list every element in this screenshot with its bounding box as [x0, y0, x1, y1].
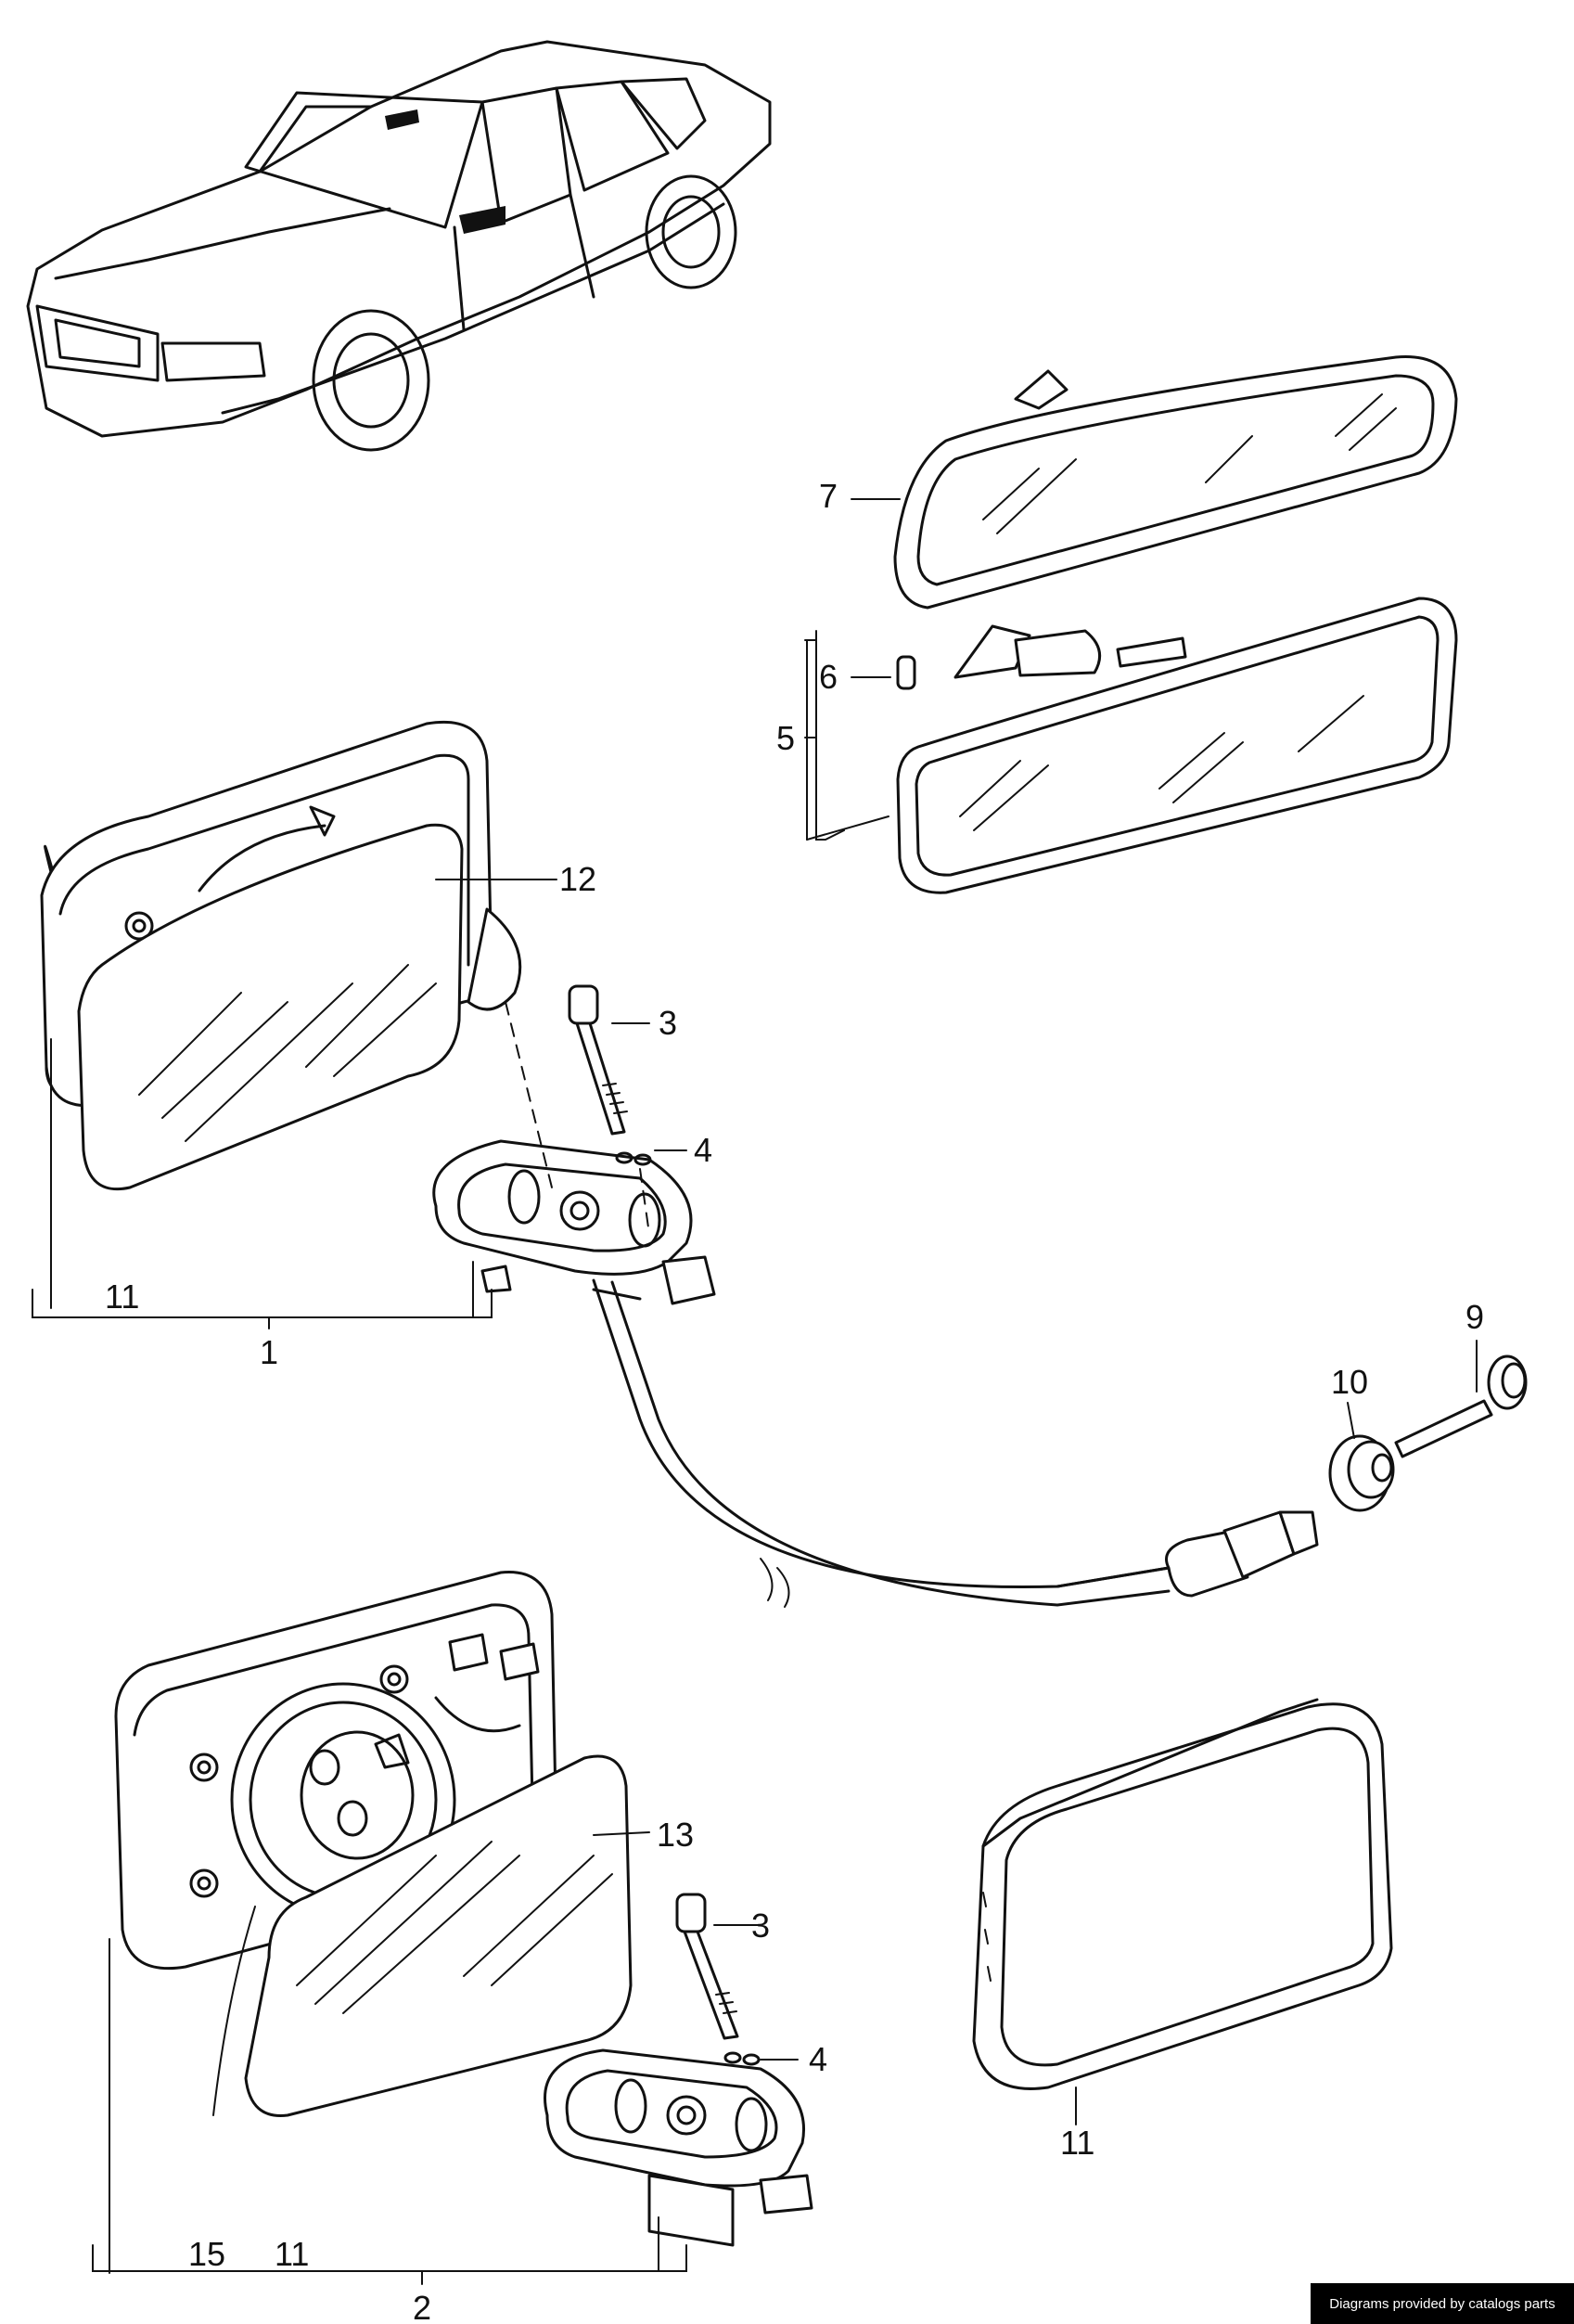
callout-10: 10 — [1331, 1363, 1368, 1401]
callout-12: 12 — [559, 860, 596, 898]
adjusting-knob-10 — [1328, 1434, 1395, 1512]
control-cable — [592, 1278, 1171, 1608]
interior-mirror-marker — [385, 109, 419, 130]
callout-7: 7 — [819, 477, 838, 515]
callout-4-upper: 4 — [694, 1131, 712, 1169]
callout-3-upper: 3 — [659, 1004, 677, 1042]
callout-5: 5 — [776, 719, 795, 757]
callout-1: 1 — [260, 1333, 278, 1371]
mirror-glass-12 — [77, 823, 464, 1191]
washer-4-lower — [723, 2051, 761, 2066]
callout-11-bottom: 11 — [275, 2235, 309, 2273]
callout-6: 6 — [819, 658, 838, 696]
washer-4-upper — [615, 1151, 652, 1166]
interior-mirror-assembly-5 — [896, 597, 1458, 894]
callout-11-right: 11 — [1060, 2124, 1094, 2162]
callout-11-left: 11 — [105, 1278, 139, 1316]
cable-connector — [1165, 1510, 1319, 1598]
bolt-3-upper — [568, 984, 628, 1136]
set-screw-6 — [896, 655, 916, 690]
car-illustration — [26, 40, 772, 452]
adjusting-pin-9 — [1394, 1355, 1528, 1458]
mirror-housing-11 — [972, 1698, 1393, 2090]
callout-3-lower: 3 — [751, 1907, 770, 1945]
interior-mirror-7 — [893, 355, 1458, 610]
bolt-3-lower — [675, 1893, 739, 2040]
callout-13: 13 — [657, 1816, 694, 1854]
exterior-mirror-right — [114, 1571, 633, 2117]
callout-9: 9 — [1465, 1298, 1484, 1336]
guide-line — [505, 1001, 553, 1188]
exterior-mirror-left — [40, 720, 522, 1191]
mirror-base-left — [432, 1139, 716, 1305]
callout-labels: 7 6 5 12 3 4 11 1 9 10 13 3 4 11 15 11 2 — [105, 477, 1484, 2324]
callout-4-lower: 4 — [809, 2040, 827, 2078]
callout-2: 2 — [413, 2289, 431, 2324]
callout-15: 15 — [188, 2235, 225, 2273]
exterior-mirror-marker — [459, 206, 505, 234]
mirror-mount-base — [1014, 629, 1102, 677]
guide-line — [639, 1168, 650, 1235]
mirror-base-right — [544, 2048, 813, 2247]
mirror-glass-13 — [244, 1754, 633, 2117]
leader-lines — [32, 498, 1478, 2285]
credit-badge: Diagrams provided by catalogs parts — [1311, 2283, 1574, 2324]
